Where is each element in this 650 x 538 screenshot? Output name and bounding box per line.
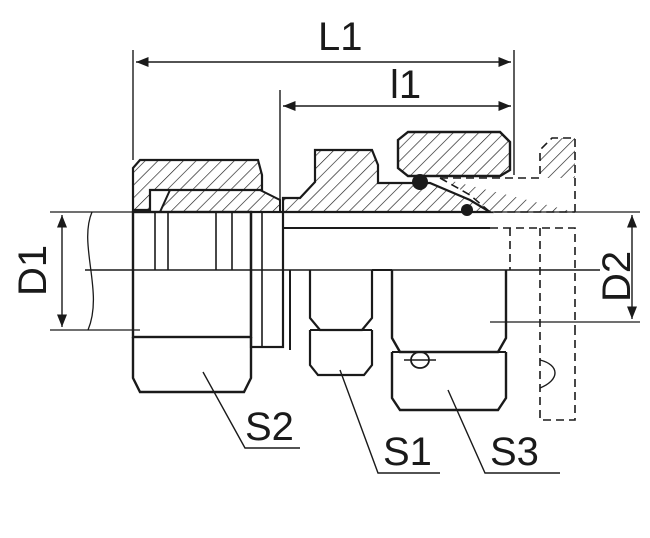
dimension-L1: L1 bbox=[132, 15, 515, 175]
dimension-D1: D1 bbox=[11, 211, 150, 331]
label-S2: S2 bbox=[245, 405, 294, 449]
leader-S1: S1 bbox=[339, 369, 440, 474]
dimension-D2: D2 bbox=[490, 211, 640, 323]
label-S3: S3 bbox=[490, 430, 539, 474]
label-l1: l1 bbox=[390, 63, 421, 107]
mating-part-dashed bbox=[439, 137, 576, 421]
label-S1: S1 bbox=[383, 430, 432, 474]
label-D2: D2 bbox=[595, 251, 639, 302]
leader-S2: S2 bbox=[202, 371, 300, 449]
dimension-l1: l1 bbox=[279, 63, 511, 200]
nut-S2 bbox=[131, 158, 285, 394]
leader-S3: S3 bbox=[447, 389, 560, 474]
label-L1: L1 bbox=[318, 15, 363, 59]
label-D1: D1 bbox=[11, 245, 55, 296]
nut-S3 bbox=[390, 130, 512, 412]
body-S1 bbox=[281, 148, 494, 377]
